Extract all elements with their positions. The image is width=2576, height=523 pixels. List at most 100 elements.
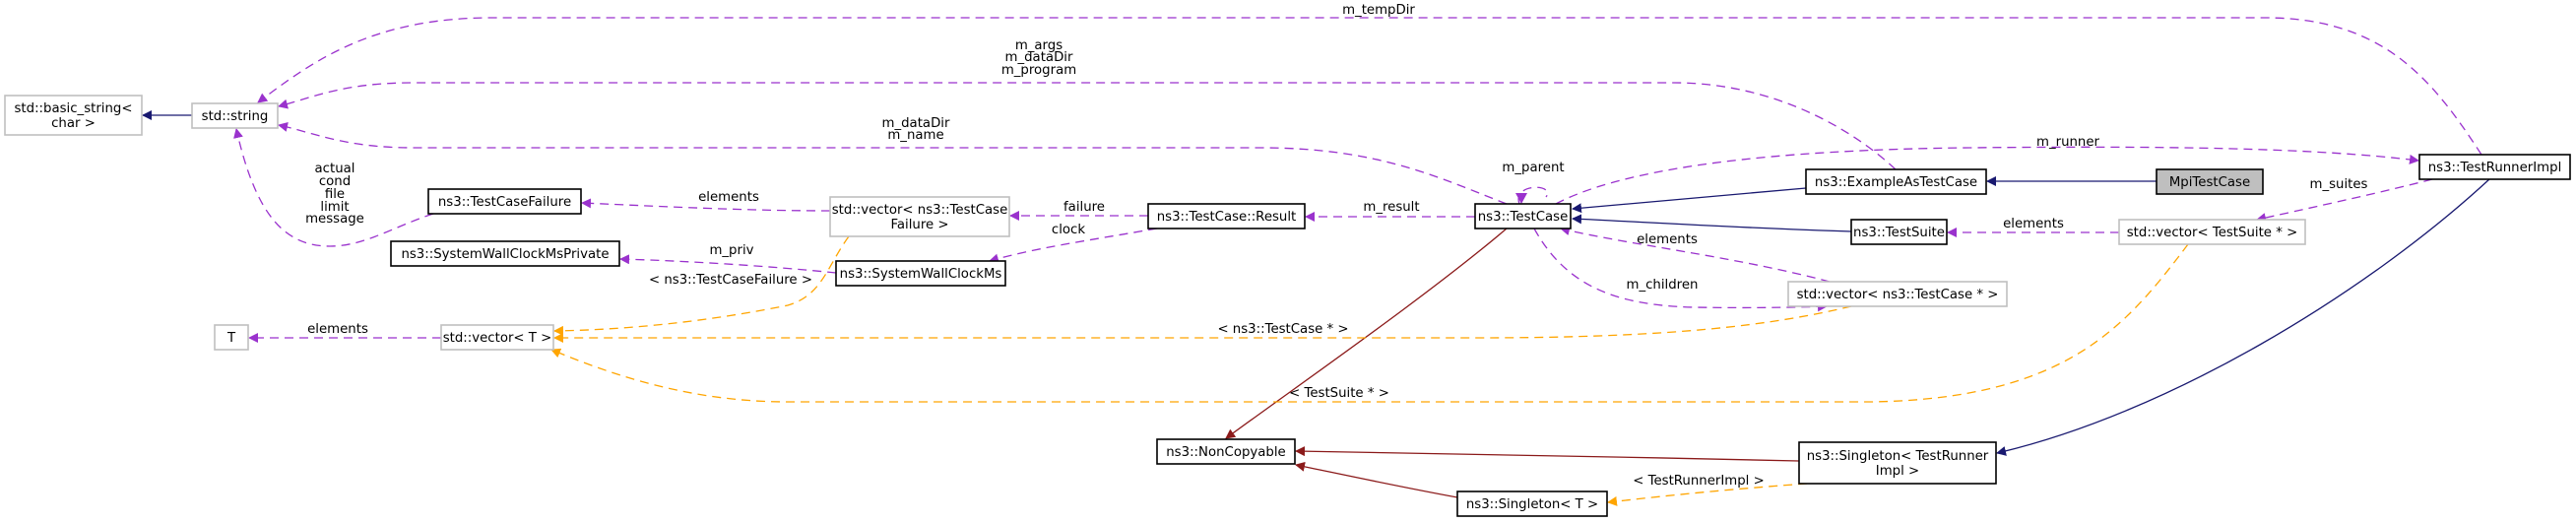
class-node-testcase[interactable]: ns3::TestCase	[1474, 203, 1572, 229]
edge-label: < TestSuite * >	[1289, 386, 1389, 401]
edge-label: m_priv	[709, 243, 753, 258]
node-box	[214, 324, 249, 351]
class-node-std-vector-testcasefailure[interactable]: std::vector< ns3::TestCaseFailure >	[829, 196, 1010, 237]
class-node-testsuite[interactable]: ns3::TestSuite	[1850, 219, 1948, 245]
edge-labels-layer: m_tempDirm_argsm_dataDirm_programm_dataD…	[305, 3, 2367, 489]
node-label: ns3::TestCase::Result	[1157, 210, 1297, 225]
class-node-testcase-result[interactable]: ns3::TestCase::Result	[1147, 203, 1306, 229]
node-box	[427, 188, 582, 215]
edge-label: m_args	[1015, 38, 1063, 53]
edge-label: m_dataDir	[1005, 50, 1073, 65]
node-label: std::string	[202, 109, 269, 124]
edge-label: < ns3::TestCase * >	[1217, 322, 1348, 337]
node-label: ns3::Singleton< T >	[1466, 497, 1598, 512]
class-node-std-string[interactable]: std::string	[191, 102, 279, 129]
class-node-singleton-t[interactable]: ns3::Singleton< T >	[1456, 490, 1608, 517]
edge-usage-testcase-runner	[1555, 146, 2419, 205]
edge-template-vectortestcase-vectort	[553, 305, 1852, 343]
node-box	[1798, 441, 1997, 485]
class-node-mpitestcase: MpiTestCase	[2156, 168, 2264, 195]
edge-label: actual	[315, 162, 355, 176]
node-label: Impl >	[1876, 464, 1919, 479]
class-node-std-vector-t[interactable]: std::vector< T >	[440, 324, 554, 351]
node-label: ns3::TestCaseFailure	[438, 195, 571, 210]
node-label: Failure >	[890, 218, 948, 232]
node-label: ns3::ExampleAsTestCase	[1815, 175, 1977, 190]
edge-label: m_runner	[2036, 135, 2100, 150]
edge-label: < ns3::TestCaseFailure >	[649, 273, 812, 288]
node-label: ns3::TestSuite	[1853, 226, 1945, 240]
edge-label: message	[305, 212, 364, 227]
class-node-singleton-testrunnerimpl[interactable]: ns3::Singleton< TestRunnerImpl >	[1798, 441, 1997, 485]
class-node-std-vector-testsuite-ptr[interactable]: std::vector< TestSuite * >	[2118, 219, 2306, 245]
edge-usage-example-string	[278, 82, 1897, 170]
edge-label: cond	[319, 174, 351, 189]
edge-inheritance-public-testsuite-testcase	[1572, 214, 1852, 232]
edge-inheritance-public-runner-singleton	[1996, 178, 2490, 456]
node-box	[1147, 203, 1306, 229]
edge-label: limit	[320, 200, 349, 215]
node-label: std::vector< TestSuite * >	[2127, 226, 2297, 240]
node-label: std::vector< ns3::TestCase	[832, 203, 1008, 218]
edge-label: elements	[307, 322, 368, 337]
edge-label: failure	[1063, 200, 1105, 215]
node-label: MpiTestCase	[2169, 175, 2250, 190]
node-box	[191, 102, 279, 129]
node-box	[1456, 490, 1608, 517]
edge-template-singletonrunner-singletont	[1607, 483, 1808, 506]
edge-label: < TestRunnerImpl >	[1633, 474, 1765, 489]
node-label: ns3::Singleton< TestRunner	[1807, 449, 1989, 464]
edge-usage-vectortestcase-testcase	[1560, 226, 1831, 283]
node-label: std::vector< T >	[443, 331, 552, 346]
edge-inheritance-private-singletont-noncopyable	[1295, 461, 1458, 498]
edge-usage-result-clock	[989, 228, 1158, 264]
node-box	[440, 324, 554, 351]
node-label: ns3::SystemWallClockMsPrivate	[401, 247, 609, 262]
class-node-testrunnerimpl[interactable]: ns3::TestRunnerImpl	[2418, 154, 2571, 180]
edge-label: m_children	[1627, 278, 1699, 293]
node-box	[835, 260, 1006, 287]
node-label: ns3::TestCase	[1478, 210, 1569, 225]
edge-usage-testcase-string	[278, 122, 1508, 205]
edge-usage-failure-string	[233, 128, 434, 247]
edge-label: m_dataDir	[882, 116, 950, 131]
node-label: ns3::SystemWallClockMs	[840, 267, 1002, 282]
edge-label: elements	[1637, 232, 1698, 247]
edge-label: m_tempDir	[1342, 3, 1415, 18]
node-box	[1850, 219, 1948, 245]
edge-usage-vectorfailure-failure	[581, 198, 831, 212]
node-label: ns3::NonCopyable	[1166, 445, 1285, 460]
class-node-exampleastestcase[interactable]: ns3::ExampleAsTestCase	[1805, 168, 1987, 195]
class-node-std-vector-testcase-ptr[interactable]: std::vector< ns3::TestCase * >	[1787, 281, 2008, 307]
edge-template-vectorfailure-vectort	[553, 235, 850, 336]
node-label: T	[226, 331, 236, 346]
nodes-layer: MpiTestCasens3::ExampleAsTestCasens3::Te…	[4, 95, 2571, 517]
node-box	[2156, 168, 2264, 195]
node-box	[390, 240, 620, 267]
node-box	[829, 196, 1010, 237]
class-node-std-basic-string[interactable]: std::basic_string<char >	[4, 95, 143, 136]
edge-label: m_suites	[2310, 177, 2368, 192]
class-node-t[interactable]: T	[214, 324, 249, 351]
edge-usage-testcase-children	[1533, 228, 1828, 312]
class-node-systemwallclockms[interactable]: ns3::SystemWallClockMs	[835, 260, 1006, 287]
self-loop-arrowhead	[1515, 193, 1527, 204]
edge-template-vectorsuite-vectort	[550, 243, 2189, 403]
edge-label: m_program	[1001, 63, 1076, 78]
node-label: std::basic_string<	[14, 101, 132, 116]
node-box	[1474, 203, 1572, 229]
node-box	[1156, 438, 1296, 465]
node-box	[4, 95, 143, 136]
edge-usage-runner-string	[257, 17, 2482, 156]
edge-usage-runner-suites	[2256, 178, 2433, 223]
edge-label: m_parent	[1502, 161, 1564, 175]
edge-inheritance-public-example-testcase	[1572, 187, 1807, 214]
class-node-systemwallclockmsprivate[interactable]: ns3::SystemWallClockMsPrivate	[390, 240, 620, 267]
class-node-testcasefailure[interactable]: ns3::TestCaseFailure	[427, 188, 582, 215]
class-node-noncopyable[interactable]: ns3::NonCopyable	[1156, 438, 1296, 465]
node-box	[2418, 154, 2571, 180]
edge-inheritance-private-singletonrunner-noncopyable	[1295, 446, 1800, 462]
node-box	[2118, 219, 2306, 245]
edge-label: elements	[2003, 217, 2064, 231]
node-box	[1805, 168, 1987, 195]
